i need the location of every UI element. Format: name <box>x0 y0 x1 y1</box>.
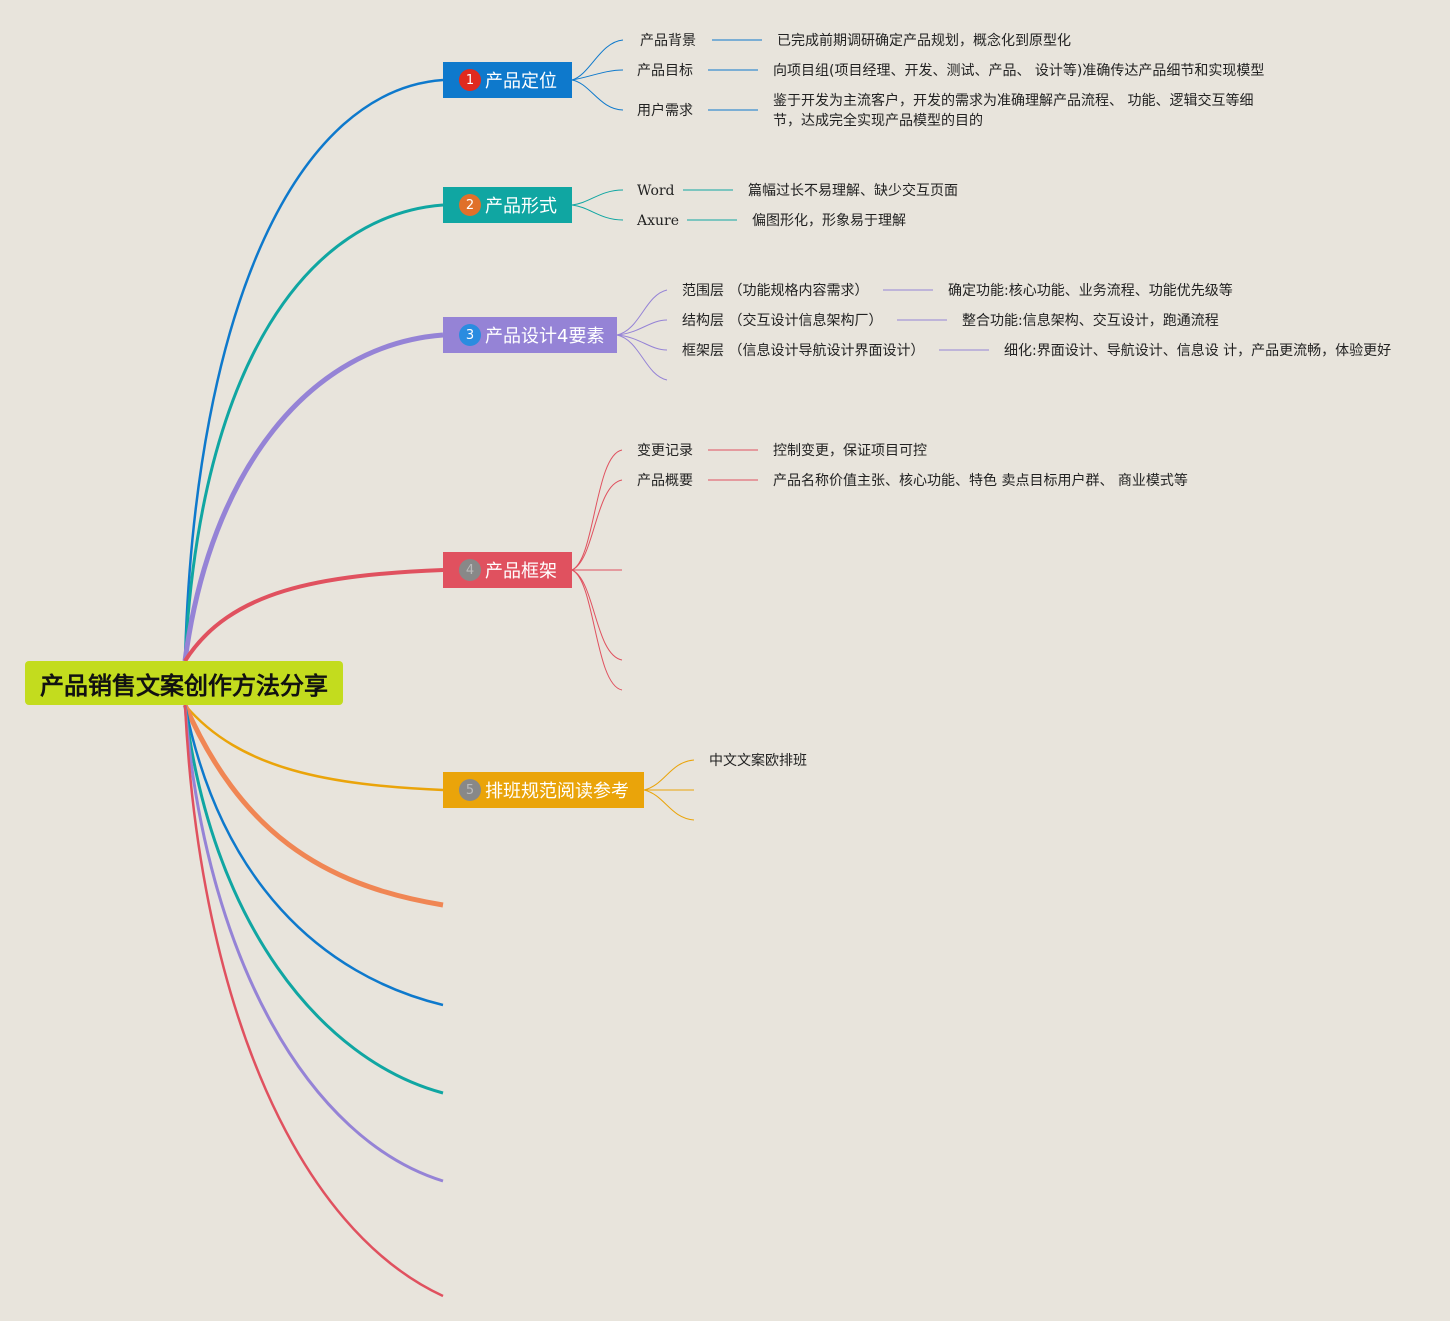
branch-number-badge-3: 3 <box>459 324 481 346</box>
subtopic-key[interactable]: 范围层 （功能规格内容需求） <box>682 283 869 299</box>
branch-connector-5 <box>184 704 444 792</box>
subtopic-key[interactable]: 用户需求 <box>637 103 693 119</box>
subtopic-key[interactable]: 结构层 （交互设计信息架构厂） <box>682 313 883 329</box>
branch-topic-5[interactable]: 5 排班规范阅读参考 <box>443 772 644 808</box>
branch-connector-9 <box>183 704 444 1183</box>
subtopic-key[interactable]: 产品目标 <box>637 63 693 79</box>
subtopic-value[interactable]: 偏图形化，形象易于理解 <box>752 213 906 229</box>
root-topic[interactable]: 产品销售文案创作方法分享 <box>25 661 343 705</box>
subtopic-value[interactable]: 确定功能:核心功能、业务流程、功能优先级等 <box>948 283 1233 299</box>
branch-number-badge-1: 1 <box>459 69 481 91</box>
branch-3-subconnectors <box>616 289 989 381</box>
subtopic-value[interactable]: 控制变更，保证项目可控 <box>773 443 927 459</box>
branch-connector-2 <box>183 203 444 662</box>
subtopic-value[interactable]: 产品名称价值主张、核心功能、特色 卖点目标用户群、 商业模式等 <box>773 473 1188 489</box>
subtopic-value[interactable]: 向项目组(项目经理、开发、测试、产品、 设计等)准确传达产品细节和实现模型 <box>773 63 1265 79</box>
branch-connector-6 <box>182 703 444 908</box>
branch-topic-4[interactable]: 4 产品框架 <box>443 552 572 588</box>
branch-connector-8 <box>183 704 444 1095</box>
branch-connector-4 <box>183 568 444 663</box>
subtopic-value[interactable]: 鉴于开发为主流客户，开发的需求为准确理解产品流程、 功能、逻辑交互等细节，达成完… <box>773 93 1254 129</box>
branch-topic-3[interactable]: 3 产品设计4要素 <box>443 317 617 353</box>
branch-5-subconnectors <box>643 759 695 821</box>
branch-connector-10 <box>183 704 444 1298</box>
branch-number-badge-2: 2 <box>459 194 481 216</box>
subtopic-key[interactable]: 产品概要 <box>637 473 693 489</box>
branch-4-subconnectors <box>571 449 758 691</box>
subtopic-value[interactable]: 篇幅过长不易理解、缺少交互页面 <box>748 183 958 199</box>
branch-label-1: 产品定位 <box>485 71 557 92</box>
branch-label-5: 排班规范阅读参考 <box>485 781 629 802</box>
branch-topic-1[interactable]: 1 产品定位 <box>443 62 572 98</box>
branch-label-2: 产品形式 <box>485 196 557 217</box>
subtopic-key[interactable]: Word <box>637 183 675 199</box>
subtopic-value[interactable]: 已完成前期调研确定产品规划，概念化到原型化 <box>777 33 1071 49</box>
branch-label-4: 产品框架 <box>485 561 557 582</box>
subtopic-key[interactable]: 框架层 （信息设计导航设计界面设计） <box>682 343 925 359</box>
branch-1-subconnectors <box>571 39 762 111</box>
branch-connector-3 <box>182 332 444 662</box>
branch-label-3: 产品设计4要素 <box>485 326 605 347</box>
branch-connector-1 <box>183 78 444 662</box>
subtopic-key[interactable]: 变更记录 <box>637 443 693 459</box>
subtopic-key[interactable]: 产品背景 <box>640 33 696 49</box>
subtopic-value[interactable]: 整合功能:信息架构、交互设计，跑通流程 <box>962 313 1219 329</box>
subtopic-key[interactable]: 中文文案欧排班 <box>709 753 807 769</box>
subtopic-value[interactable]: 细化:界面设计、导航设计、信息设 计，产品更流畅，体验更好 <box>1004 343 1392 359</box>
subtopic-key[interactable]: Axure <box>637 213 679 229</box>
branch-connector-7 <box>183 704 444 1007</box>
branch-number-badge-5: 5 <box>459 779 481 801</box>
branch-topic-2[interactable]: 2 产品形式 <box>443 187 572 223</box>
branch-number-badge-4: 4 <box>459 559 481 581</box>
branch-2-subconnectors <box>571 189 737 221</box>
